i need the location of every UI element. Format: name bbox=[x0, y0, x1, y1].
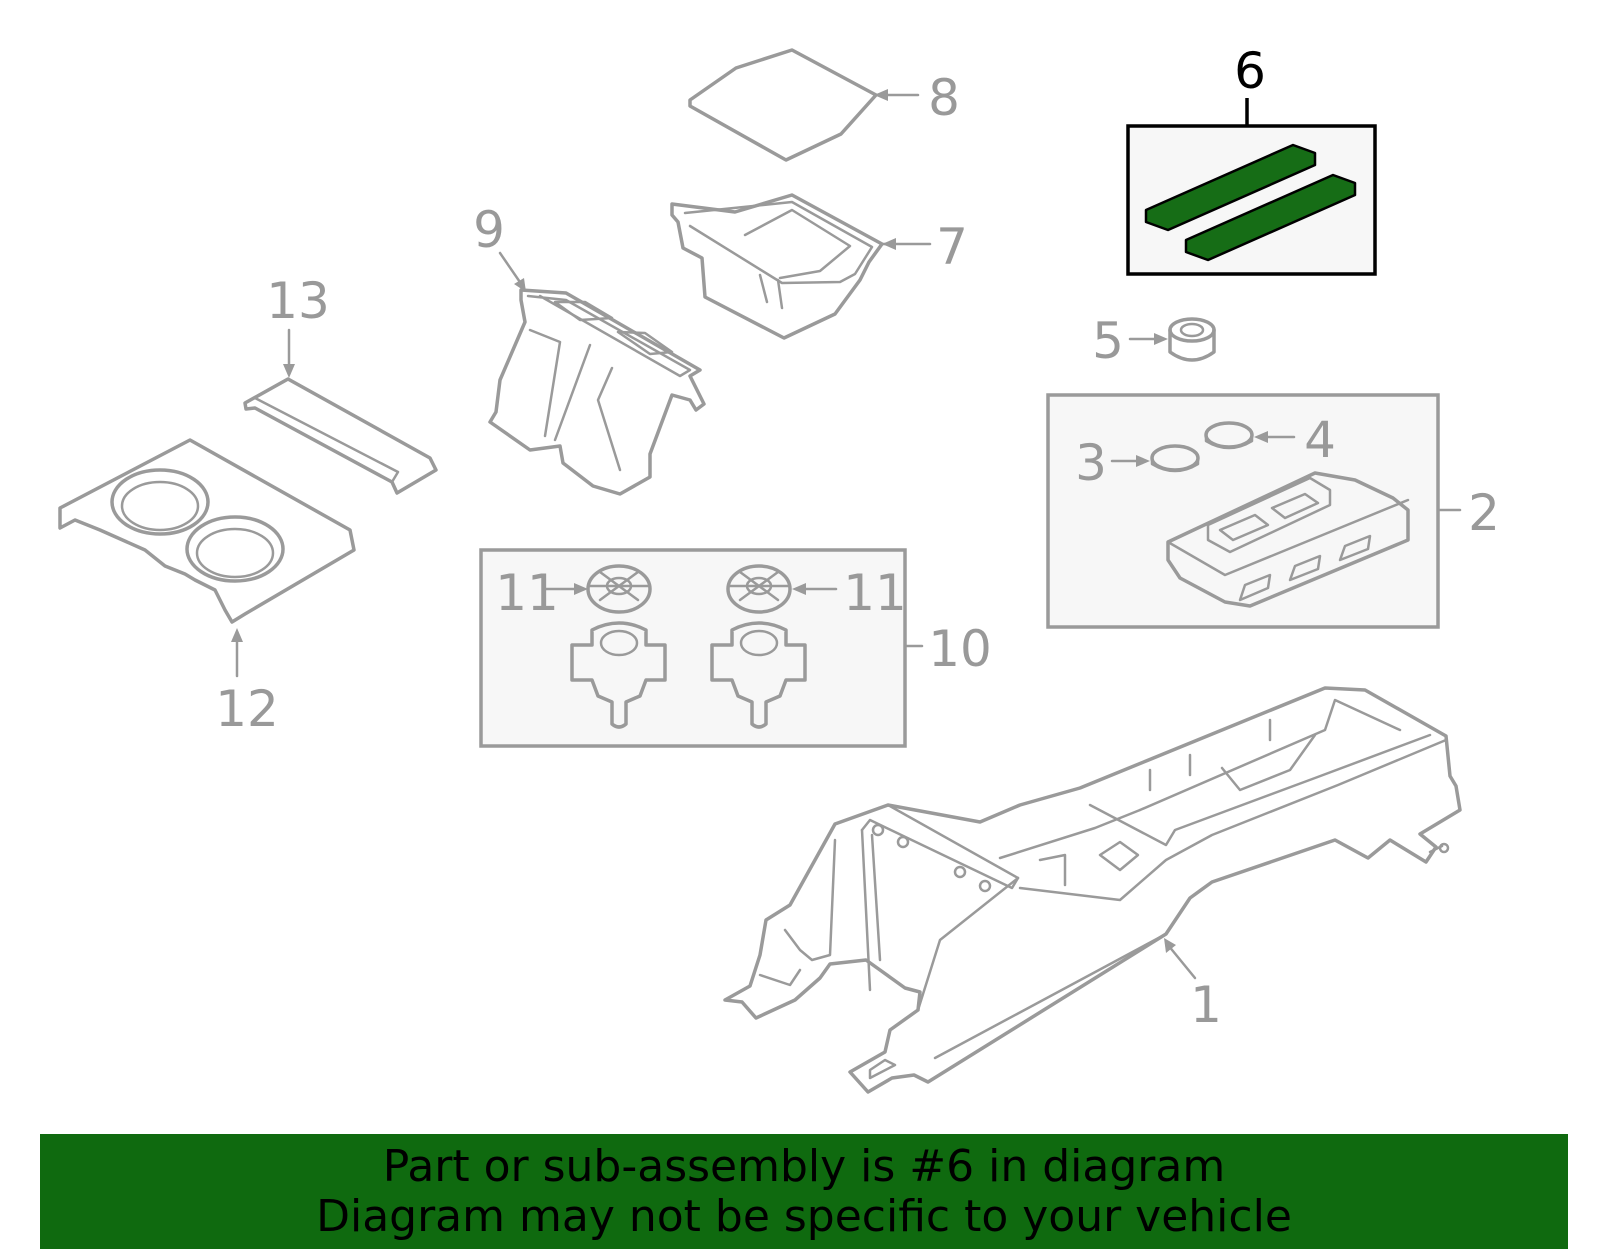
callout-4: 4 bbox=[1304, 411, 1336, 469]
part-12-panel bbox=[58, 438, 356, 624]
part-9-frame bbox=[488, 288, 706, 496]
part-9-arrow bbox=[514, 278, 526, 292]
part-6-strip-right bbox=[1184, 173, 1357, 262]
part-10-insert-left bbox=[570, 564, 667, 729]
part-2-group[interactable]: 2 3 4 bbox=[1046, 393, 1500, 629]
part-3-arrow bbox=[1136, 455, 1150, 467]
part-6-strip-left bbox=[1144, 143, 1317, 232]
callout-13: 13 bbox=[266, 272, 330, 330]
callout-11-right: 11 bbox=[843, 564, 907, 622]
part-11b-arrow bbox=[792, 583, 806, 595]
banner-line-disclaimer: Diagram may not be specific to your vehi… bbox=[316, 1191, 1292, 1242]
part-8-arrow bbox=[874, 89, 888, 101]
part-10-box bbox=[479, 548, 907, 748]
part-1-leader bbox=[1166, 943, 1197, 980]
callout-7: 7 bbox=[936, 218, 968, 276]
part-9-group[interactable]: 9 bbox=[473, 201, 706, 496]
part-5-group[interactable]: 5 bbox=[1092, 312, 1216, 370]
callout-2: 2 bbox=[1468, 484, 1500, 542]
callout-9: 9 bbox=[473, 201, 505, 259]
info-banner: Part or sub-assembly is #6 in diagram Di… bbox=[40, 1134, 1568, 1249]
part-8-group[interactable]: 8 bbox=[688, 48, 960, 162]
part-7-arrow bbox=[882, 238, 896, 250]
part-11a-arrow bbox=[574, 583, 588, 595]
callout-1: 1 bbox=[1190, 976, 1222, 1034]
part-13-arrow bbox=[283, 364, 295, 378]
part-5-cap bbox=[1168, 328, 1216, 362]
part-8-lid bbox=[688, 48, 878, 162]
callout-3: 3 bbox=[1075, 434, 1107, 492]
callout-5: 5 bbox=[1092, 312, 1124, 370]
callout-12: 12 bbox=[215, 680, 279, 738]
part-2-switch-module bbox=[1166, 471, 1410, 608]
part-13-group[interactable]: 13 bbox=[243, 272, 438, 495]
callout-11-left: 11 bbox=[495, 564, 559, 622]
part-12-arrow bbox=[231, 628, 243, 642]
callout-10: 10 bbox=[928, 620, 992, 678]
part-12-cup-left bbox=[110, 468, 210, 536]
part-4-arrow bbox=[1254, 431, 1268, 443]
part-1-arrow bbox=[1164, 938, 1176, 953]
part-12-cup-right bbox=[185, 515, 285, 583]
callout-8: 8 bbox=[928, 69, 960, 127]
banner-line-part-info: Part or sub-assembly is #6 in diagram bbox=[382, 1141, 1226, 1192]
part-10-group[interactable]: 10 11 11 bbox=[479, 548, 992, 748]
part-1-group[interactable]: 1 bbox=[723, 686, 1462, 1094]
part-6-group[interactable]: 6 bbox=[1126, 42, 1377, 276]
part-13-strip bbox=[243, 377, 438, 495]
part-7-group[interactable]: 7 bbox=[670, 193, 968, 340]
part-12-group[interactable]: 12 bbox=[58, 438, 356, 738]
callout-6: 6 bbox=[1234, 42, 1266, 100]
part-10-insert-right bbox=[710, 564, 807, 729]
part-7-bin-outline bbox=[670, 193, 884, 340]
part-5-arrow bbox=[1154, 333, 1168, 345]
part-1-frame bbox=[723, 686, 1462, 1094]
